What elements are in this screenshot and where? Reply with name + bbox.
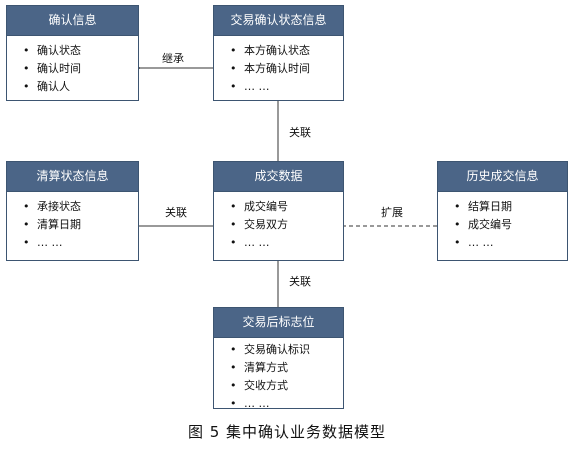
assoc-left-label: 关联 [165,206,187,219]
entity-post-trade-flag: 交易后标志位 交易确认标识 清算方式 交收方式 … … [213,307,344,413]
entity-trade-confirm-status: 交易确认状态信息 本方确认状态 本方确认时间 … … [213,5,344,101]
entity-field: … … [23,234,138,252]
entity-history-trade: 历史成交信息 结算日期 成交编号 … … [437,161,568,261]
entity-clearing-status: 清算状态信息 承接状态 清算日期 … … [6,161,139,261]
extend-label: 扩展 [381,206,403,219]
entity-field: 交易确认标识 [230,341,343,359]
entity-field: 交易双方 [230,216,343,234]
entity-field: 确认时间 [23,60,138,78]
entity-field: … … [230,234,343,252]
entity-trade-data: 成交数据 成交编号 交易双方 … … [213,161,344,261]
entity-field: … … [230,78,343,96]
entity-title: 历史成交信息 [438,162,567,192]
entity-field: 成交编号 [454,216,567,234]
entity-field: … … [454,234,567,252]
figure-caption: 图 5 集中确认业务数据模型 [187,423,387,441]
entity-field: 结算日期 [454,198,567,216]
entity-title: 确认信息 [7,6,138,36]
assoc-top-label: 关联 [289,126,311,139]
entity-title: 交易确认状态信息 [214,6,343,36]
inherit-label: 继承 [162,52,184,65]
entity-field: … … [230,395,343,413]
entity-title: 清算状态信息 [7,162,138,192]
entity-field: 成交编号 [230,198,343,216]
entity-field: 承接状态 [23,198,138,216]
entity-field: 清算方式 [230,359,343,377]
entity-confirm-info: 确认信息 确认状态 确认时间 确认人 [6,5,139,101]
entity-field: 确认状态 [23,42,138,60]
entity-field: 本方确认状态 [230,42,343,60]
entity-field: 清算日期 [23,216,138,234]
assoc-bottom-label: 关联 [289,275,311,288]
entity-field: 本方确认时间 [230,60,343,78]
entity-title: 交易后标志位 [214,308,343,338]
entity-field: 交收方式 [230,377,343,395]
entity-title: 成交数据 [214,162,343,192]
entity-field: 确认人 [23,78,138,96]
